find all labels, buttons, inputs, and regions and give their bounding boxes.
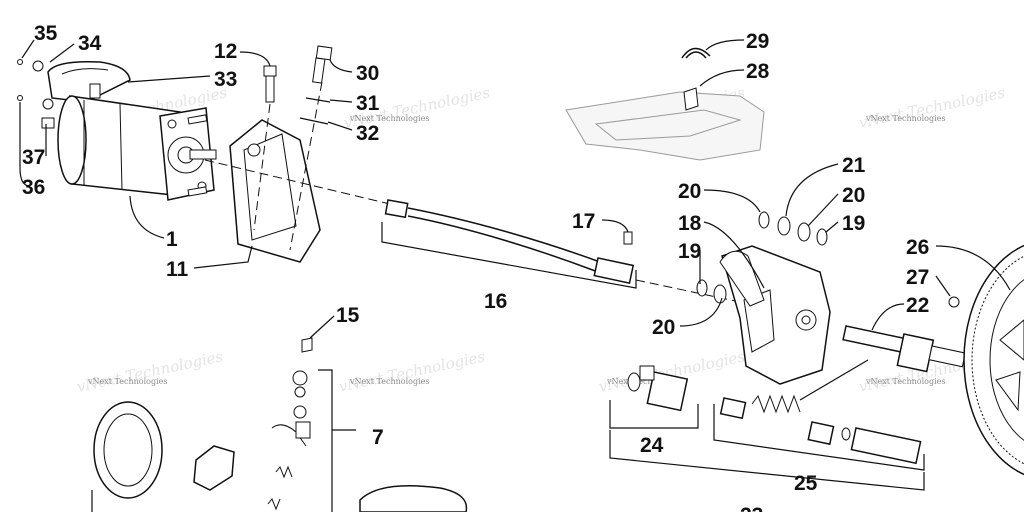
callout-37: 37: [22, 146, 45, 169]
callout-19b: 19: [678, 240, 701, 263]
callout-16: 16: [484, 290, 507, 313]
watermark: vNext Technologies: [349, 114, 429, 123]
callout-18: 18: [678, 212, 702, 235]
callout-22: 22: [906, 294, 929, 317]
frame-reference: [565, 47, 765, 161]
mounting-bracket: [229, 45, 333, 263]
watermark-ghost: vNext Technologies: [337, 347, 487, 396]
callout-7: 7: [372, 426, 384, 449]
callout-15: 15: [336, 304, 360, 327]
ring-gear: [963, 244, 1024, 476]
callout-1: 1: [166, 228, 178, 251]
callout-33: 33: [214, 68, 237, 91]
drive-housing: [696, 211, 831, 385]
drive-kit: [609, 365, 925, 491]
callout-29: 29: [746, 30, 769, 53]
drive-shaft: [842, 296, 966, 373]
callout-23: 23: [740, 504, 763, 512]
center-axis: [204, 159, 391, 205]
callout-11: 11: [166, 258, 189, 281]
watermark: vNext Technologies: [349, 377, 429, 386]
callout-12: 12: [214, 40, 237, 63]
leader-lines: [19, 39, 1011, 401]
callout-32: 32: [356, 122, 379, 145]
callout-20b: 20: [842, 184, 865, 207]
watermark: vNext Technologies: [865, 377, 945, 386]
watermark: vNext Technologies: [606, 377, 686, 386]
callout-20c: 20: [652, 316, 675, 339]
callout-24: 24: [640, 434, 664, 457]
callout-28: 28: [746, 60, 770, 83]
cable-assembly: [381, 199, 637, 289]
watermark: vNext Technologies: [87, 377, 167, 386]
callout-labels: 35 34 12 33 30 31 32 37 36 1 11 29 28 21…: [22, 22, 929, 512]
callout-25: 25: [794, 472, 818, 495]
starter-motor: [17, 59, 217, 201]
callout-20: 20: [678, 180, 701, 203]
watermark-ghost: vNext Technologies: [75, 347, 225, 396]
callout-35: 35: [34, 22, 58, 45]
callout-26: 26: [906, 236, 929, 259]
watermark-ghost: vNext Technologies: [857, 83, 1007, 132]
callout-36: 36: [22, 176, 45, 199]
callout-30: 30: [356, 62, 379, 85]
callout-27: 27: [906, 266, 929, 289]
watermarks: vNext Technologies vNext Technologies vN…: [75, 83, 1007, 396]
callout-31: 31: [356, 92, 380, 115]
watermark: vNext Technologies: [865, 114, 945, 123]
callout-34: 34: [78, 32, 102, 55]
lower-components: [91, 337, 468, 512]
callout-19: 19: [842, 212, 865, 235]
callout-21: 21: [842, 154, 866, 177]
callout-17: 17: [572, 210, 595, 233]
